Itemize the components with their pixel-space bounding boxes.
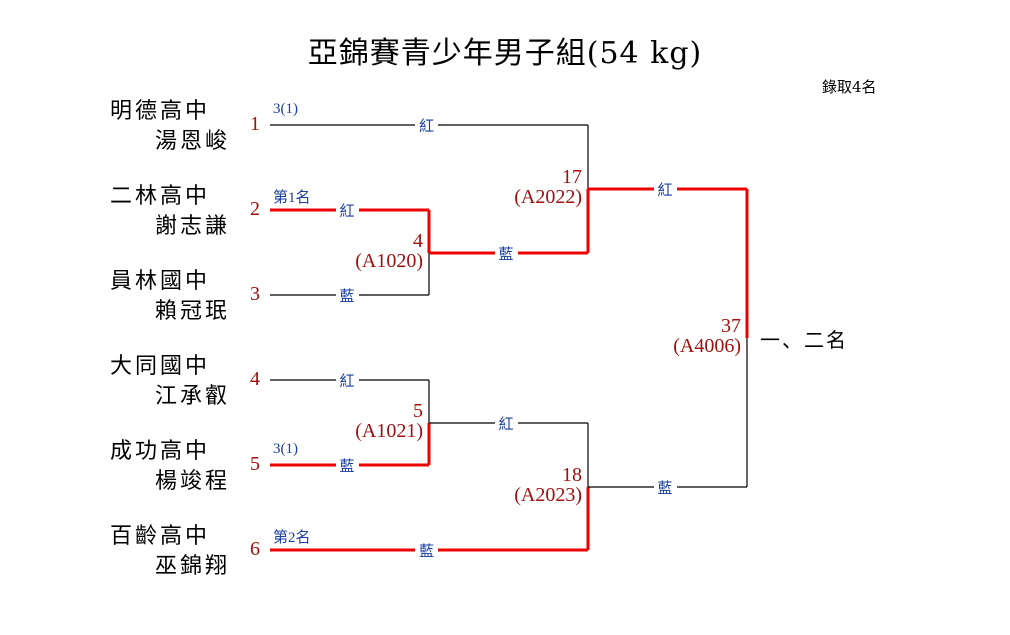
athlete-name: 賴冠珉	[155, 299, 231, 324]
match-code: (A2023)	[514, 484, 582, 506]
athlete-seed: 5	[250, 453, 260, 475]
athlete-seed: 1	[250, 113, 260, 135]
quota-label: 錄取4名	[822, 78, 877, 96]
final-placement-label: 一、二名	[760, 328, 848, 352]
athlete-name: 巫錦翔	[155, 554, 231, 579]
corner-label-red: 紅	[335, 370, 359, 391]
athlete-result: 3(1)	[273, 101, 298, 117]
match-code: (A2022)	[514, 186, 582, 208]
athlete-school: 大同國中	[110, 354, 211, 379]
athlete-school: 二林高中	[110, 184, 211, 209]
corner-label-blue: 藍	[335, 455, 359, 476]
athlete-name: 楊竣程	[155, 469, 231, 494]
corner-label-red: 紅	[415, 115, 439, 136]
athlete-school: 明德高中	[110, 99, 211, 124]
athlete-school: 成功高中	[110, 439, 211, 464]
athlete-result: 第2名	[273, 530, 311, 546]
match-code: (A4006)	[673, 335, 741, 357]
athlete-seed: 3	[250, 283, 260, 305]
athlete-result: 第1名	[273, 190, 311, 206]
corner-label-blue: 藍	[653, 477, 677, 498]
match-number: 37	[721, 315, 741, 337]
match-number: 4	[413, 230, 423, 252]
match-number: 5	[413, 400, 423, 422]
athlete-seed: 4	[250, 368, 260, 390]
match-number: 17	[562, 166, 582, 188]
match-code: (A1021)	[355, 420, 423, 442]
corner-label-red: 紅	[494, 413, 518, 434]
athlete-name: 謝志謙	[155, 214, 231, 239]
athlete-school: 百齡高中	[110, 524, 211, 549]
athlete-school: 員林國中	[110, 269, 211, 294]
athlete-name: 江承叡	[155, 384, 231, 409]
athlete-result: 3(1)	[273, 441, 298, 457]
athlete-seed: 6	[250, 538, 260, 560]
corner-label-red: 紅	[335, 200, 359, 221]
corner-label-blue: 藍	[335, 285, 359, 306]
corner-label-red: 紅	[653, 179, 677, 200]
athlete-name: 湯恩峻	[155, 129, 231, 154]
match-number: 18	[562, 464, 582, 486]
page-title: 亞錦賽青少年男子組(54 kg)	[307, 36, 703, 71]
corner-label-blue: 藍	[494, 243, 518, 264]
corner-label-blue: 藍	[415, 540, 439, 561]
match-code: (A1020)	[355, 250, 423, 272]
athlete-seed: 2	[250, 198, 260, 220]
